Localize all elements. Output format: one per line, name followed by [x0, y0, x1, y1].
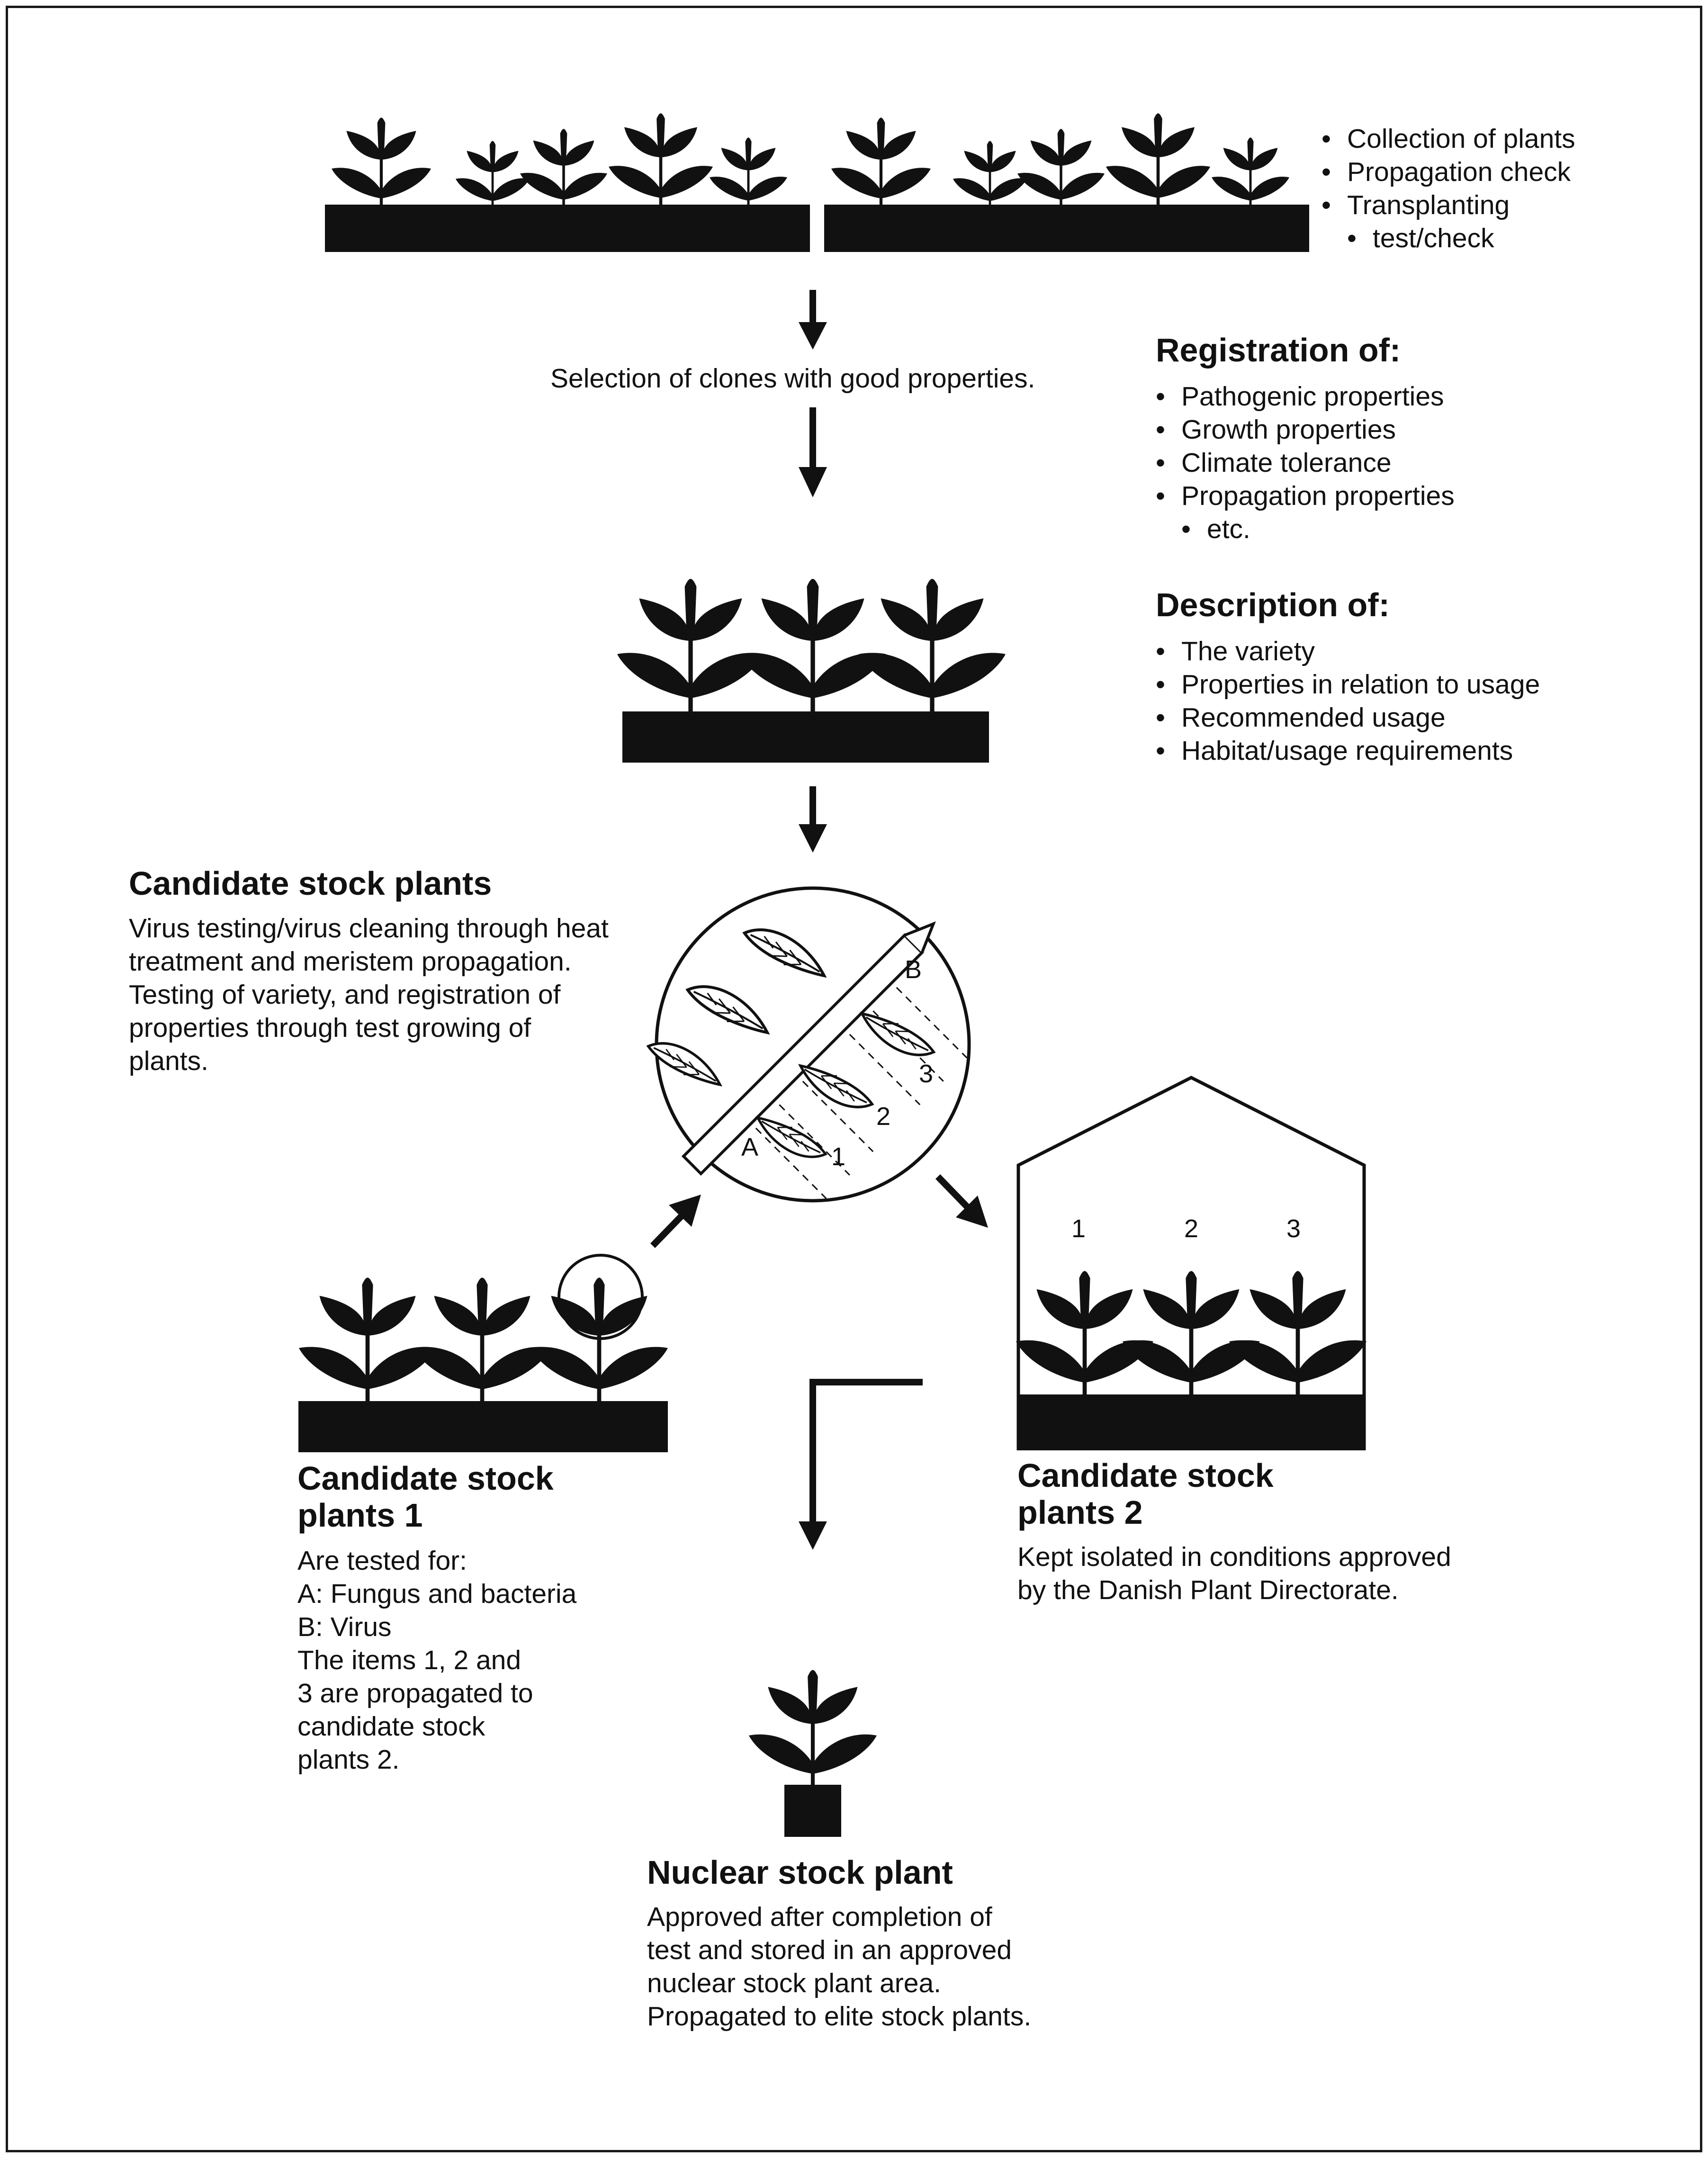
registration-list: Pathogenic properties Growth properties … [1156, 380, 1455, 546]
top-checks-list: Collection of plants Propagation check T… [1321, 122, 1575, 255]
check-propagation: Propagation check [1321, 155, 1575, 189]
description-heading: Description of: [1156, 586, 1390, 623]
candidate-1-line: candidate stock [297, 1711, 485, 1742]
arrow-down-2 [799, 407, 827, 497]
candidate-1-line: The items 1, 2 and [297, 1645, 521, 1675]
candidate-line: treatment and meristem propagation. [129, 946, 572, 977]
description-item: The variety [1156, 635, 1540, 668]
arrow-down-1 [799, 290, 827, 350]
registration-item: Growth properties [1156, 413, 1455, 446]
registration-item: Pathogenic properties [1156, 380, 1455, 413]
registration-item: Climate tolerance [1156, 446, 1455, 479]
selected-clones-plants [617, 579, 1006, 763]
nuclear-pot [784, 1785, 841, 1837]
registration-heading: Registration of: [1156, 332, 1401, 369]
figure-frame [6, 6, 1702, 2152]
candidate-1-line: plants 2. [297, 1744, 400, 1775]
top-soil-bed-right [824, 205, 1309, 252]
candidate-1-heading-line: Candidate stock [297, 1460, 554, 1497]
selection-text: Selection of clones with good properties… [550, 363, 1035, 394]
candidate-1-plants [298, 1254, 668, 1452]
candidate-1-heading-line: plants 1 [297, 1497, 423, 1534]
nuclear-plant [749, 1670, 877, 1837]
candidate-1-soil-bed [298, 1401, 668, 1452]
nuclear-line: Propagated to elite stock plants. [647, 2001, 1032, 2032]
candidate-1-line: B: Virus [297, 1612, 392, 1642]
arrow-up-right [650, 1195, 701, 1248]
candidate-2-heading-line: Candidate stock [1017, 1457, 1274, 1494]
greenhouse: 1 2 3 [1016, 1076, 1366, 1450]
nuclear-line: nuclear stock plant area. [647, 1968, 942, 1998]
arrow-down-right [935, 1174, 988, 1228]
arrow-down-3 [799, 786, 827, 853]
candidate-1-heading: Candidate stock plants 1 [297, 1460, 554, 1534]
circle-label-b: B [905, 955, 922, 984]
circle-label-3: 3 [919, 1060, 933, 1088]
nuclear-text: Approved after completion of test and st… [647, 1900, 1031, 2033]
candidate-line: Testing of variety, and registration of [129, 980, 561, 1010]
top-plant-row [325, 113, 1309, 252]
nuclear-line: Approved after completion of [647, 1902, 992, 1932]
candidate-2-line: Kept isolated in conditions approved [1017, 1542, 1451, 1572]
candidate-text: Virus testing/virus cleaning through hea… [129, 912, 609, 1078]
candidate-1-line: 3 are propagated to [297, 1678, 533, 1708]
candidate-2-text: Kept isolated in conditions approved by … [1017, 1540, 1451, 1607]
circle-label-a: A [741, 1133, 758, 1161]
candidate-heading: Candidate stock plants [129, 865, 492, 902]
registration-item: etc. [1156, 513, 1455, 546]
nuclear-heading: Nuclear stock plant [647, 1854, 953, 1891]
registration-item: Propagation properties [1156, 479, 1455, 513]
candidate-1-line: A: Fungus and bacteria [297, 1579, 577, 1609]
circle-label-1: 1 [831, 1142, 845, 1171]
candidate-1-text: Are tested for: A: Fungus and bacteria B… [297, 1544, 576, 1776]
check-transplanting: Transplanting [1321, 189, 1575, 222]
selection-ring [557, 1254, 644, 1340]
candidate-line: properties through test growing of [129, 1013, 531, 1043]
description-item: Habitat/usage requirements [1156, 734, 1540, 767]
testing-circle: A B 1 2 3 [648, 886, 971, 1203]
candidate-line: plants. [129, 1046, 208, 1076]
circle-label-2: 2 [876, 1102, 890, 1131]
greenhouse-label-3: 3 [1286, 1214, 1301, 1243]
greenhouse-soil-bed [1017, 1394, 1365, 1450]
candidate-2-heading-line: plants 2 [1017, 1494, 1143, 1531]
check-transplanting-cont: test/check [1321, 222, 1575, 255]
selected-clones-soil-bed [622, 711, 989, 763]
candidate-line: Virus testing/virus cleaning through hea… [129, 913, 609, 944]
check-collection: Collection of plants [1321, 122, 1575, 155]
description-item: Recommended usage [1156, 701, 1540, 734]
candidate-2-heading: Candidate stock plants 2 [1017, 1457, 1274, 1531]
arrow-to-nuclear [799, 1379, 923, 1550]
description-item: Properties in relation to usage [1156, 668, 1540, 701]
description-list: The variety Properties in relation to us… [1156, 635, 1540, 767]
nuclear-line: test and stored in an approved [647, 1935, 1012, 1965]
greenhouse-label-2: 2 [1184, 1214, 1198, 1243]
top-soil-bed-left [325, 205, 810, 252]
candidate-1-line: Are tested for: [297, 1546, 467, 1576]
candidate-2-line: by the Danish Plant Directorate. [1017, 1575, 1399, 1605]
greenhouse-label-1: 1 [1071, 1214, 1086, 1243]
